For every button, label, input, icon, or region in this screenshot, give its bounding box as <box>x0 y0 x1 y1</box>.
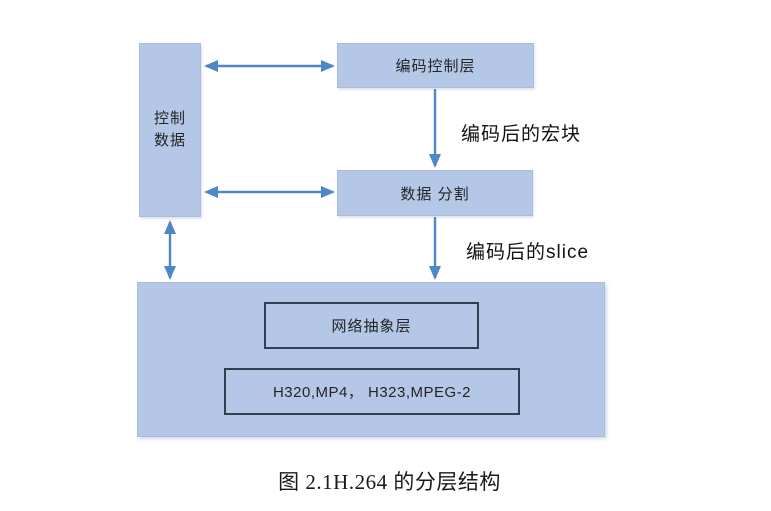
protocols-box: H320,MP4， H323,MPEG-2 <box>224 368 520 415</box>
network-layer-container-box: 网络抽象层 H320,MP4， H323,MPEG-2 <box>137 282 605 437</box>
network-abstraction-layer-label: 网络抽象层 <box>331 318 412 335</box>
control-data-box: 控制 数据 <box>139 43 201 217</box>
encode-control-layer-label: 编码控制层 <box>395 58 476 75</box>
encode-control-layer-box: 编码控制层 <box>337 43 534 88</box>
figure-caption: 图 2.1H.264 的分层结构 <box>278 470 501 494</box>
protocols-label: H320,MP4， H323,MPEG-2 <box>272 384 472 401</box>
encoded-slice-annotation: 编码后的slice <box>466 242 590 263</box>
control-data-line2: 数据 <box>153 132 186 149</box>
encoded-macroblock-annotation: 编码后的宏块 <box>461 124 582 145</box>
control-data-line1: 控制 <box>153 109 186 127</box>
data-partition-box: 数据 分割 <box>337 170 533 216</box>
data-partition-label: 数据 分割 <box>400 185 470 203</box>
network-abstraction-layer-box: 网络抽象层 <box>264 302 479 349</box>
